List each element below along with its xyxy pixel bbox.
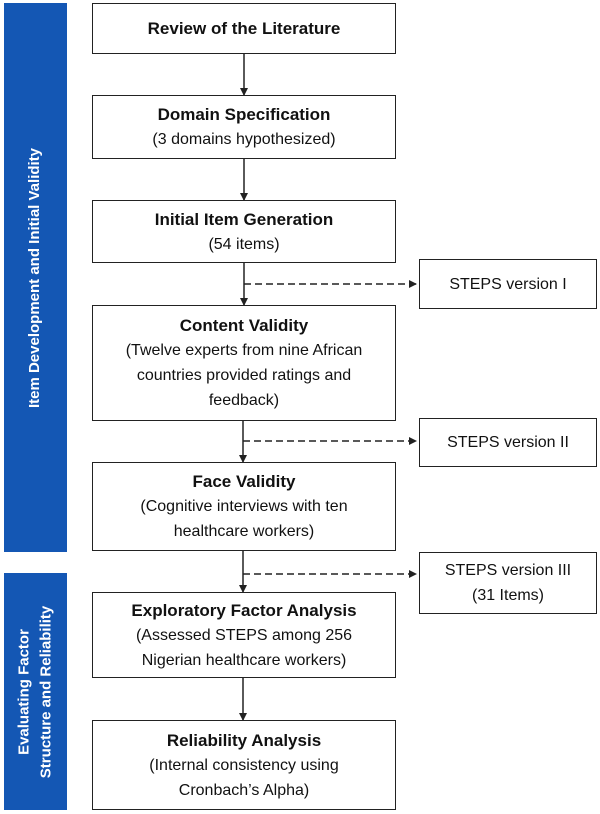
step-exploratory-factor-analysis: Exploratory Factor Analysis (Assessed ST… [92, 592, 396, 678]
steps-version-2: STEPS version II [419, 418, 597, 467]
step-domain-specification: Domain Specification (3 domains hypothes… [92, 95, 396, 159]
phase-bar-item-development: Item Development and Initial Validity [4, 3, 67, 552]
steps-version-1: STEPS version I [419, 259, 597, 309]
phase-bar-factor-structure: Evaluating Factor Structure and Reliabil… [4, 573, 67, 810]
step-content-validity: Content Validity (Twelve experts from ni… [92, 305, 396, 421]
step-face-validity: Face Validity (Cognitive interviews with… [92, 462, 396, 551]
step-reliability-analysis: Reliability Analysis (Internal consisten… [92, 720, 396, 810]
step-literature-review: Review of the Literature [92, 3, 396, 54]
steps-version-3: STEPS version III (31 Items) [419, 552, 597, 614]
step-item-generation: Initial Item Generation (54 items) [92, 200, 396, 263]
